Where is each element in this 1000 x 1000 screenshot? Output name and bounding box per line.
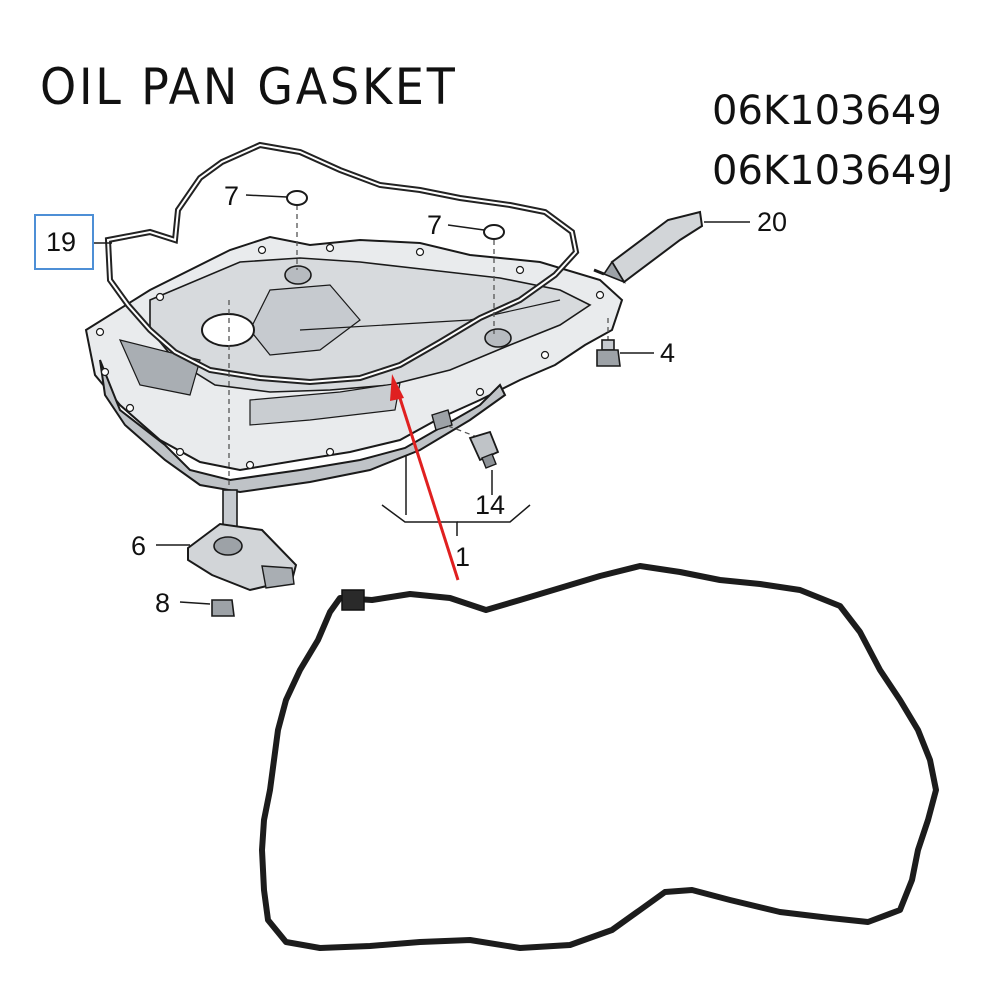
callout-4: 4 — [660, 338, 676, 368]
highlight-box-19 — [34, 214, 94, 270]
callout-19: 19 — [46, 227, 77, 257]
leader-lines — [94, 194, 750, 605]
callout-14: 14 — [475, 490, 506, 520]
callout-6: 6 — [131, 531, 147, 561]
drain-plug-part-14 — [468, 430, 500, 469]
o-ring-part-7 — [286, 190, 505, 240]
part-number-1: 06K103649 — [712, 88, 942, 134]
bolt-part-4 — [596, 339, 621, 367]
callout-1: 1 — [455, 542, 471, 572]
gasket-tab — [341, 589, 365, 611]
pointer-arrow — [390, 374, 460, 581]
page-title: OIL PAN GASKET — [40, 58, 458, 116]
oil-pan — [84, 235, 624, 494]
callout-20: 20 — [757, 207, 788, 237]
callout-7b: 7 — [427, 210, 443, 240]
part-number-2: 06K103649J — [712, 148, 954, 194]
sealant-tube-part-20 — [593, 210, 704, 284]
nut-part-8 — [211, 599, 235, 617]
callout-7a: 7 — [224, 181, 240, 211]
oil-level-sensor-part-6 — [187, 489, 298, 592]
loose-gasket-closeup — [259, 563, 939, 951]
callout-8: 8 — [155, 588, 171, 618]
